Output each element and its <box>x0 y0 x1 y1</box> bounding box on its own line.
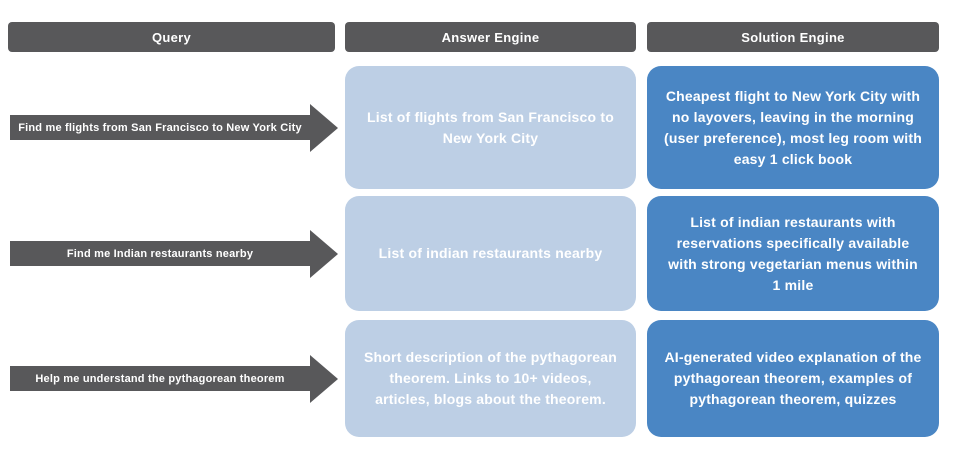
column-header-answer-engine: Answer Engine <box>345 22 636 52</box>
solution-text: Cheapest flight to New York City with no… <box>664 87 922 167</box>
solution-card: List of indian restaurants with reservat… <box>647 196 939 311</box>
answer-text: Short description of the pythagorean the… <box>364 349 617 407</box>
solution-card: AI-generated video explanation of the py… <box>647 320 939 437</box>
answer-text: List of indian restaurants nearby <box>378 245 603 261</box>
query-arrow-body: Find me Indian restaurants nearby <box>10 241 310 266</box>
query-text: Find me flights from San Francisco to Ne… <box>18 121 302 134</box>
answer-text: List of flights from San Francisco to Ne… <box>367 108 614 146</box>
query-text: Find me Indian restaurants nearby <box>66 247 254 260</box>
column-header-query: Query <box>8 22 335 52</box>
answer-card: Short description of the pythagorean the… <box>345 320 636 437</box>
answer-card: List of indian restaurants nearby <box>345 196 636 311</box>
query-arrow: Find me Indian restaurants nearby <box>10 196 338 311</box>
column-header-solution-engine: Solution Engine <box>647 22 939 52</box>
solution-text: AI-generated video explanation of the py… <box>664 349 922 407</box>
solution-text: List of indian restaurants with reservat… <box>668 213 918 293</box>
query-arrow-body: Help me understand the pythagorean theor… <box>10 366 310 391</box>
solution-card: Cheapest flight to New York City with no… <box>647 66 939 189</box>
query-arrow: Help me understand the pythagorean theor… <box>10 320 338 437</box>
query-arrow: Find me flights from San Francisco to Ne… <box>10 66 338 189</box>
arrow-head-icon <box>310 229 338 278</box>
query-arrow-body: Find me flights from San Francisco to Ne… <box>10 115 310 140</box>
arrow-head-icon <box>310 354 338 403</box>
answer-card: List of flights from San Francisco to Ne… <box>345 66 636 189</box>
arrow-head-icon <box>310 103 338 152</box>
query-text: Help me understand the pythagorean theor… <box>35 372 285 385</box>
